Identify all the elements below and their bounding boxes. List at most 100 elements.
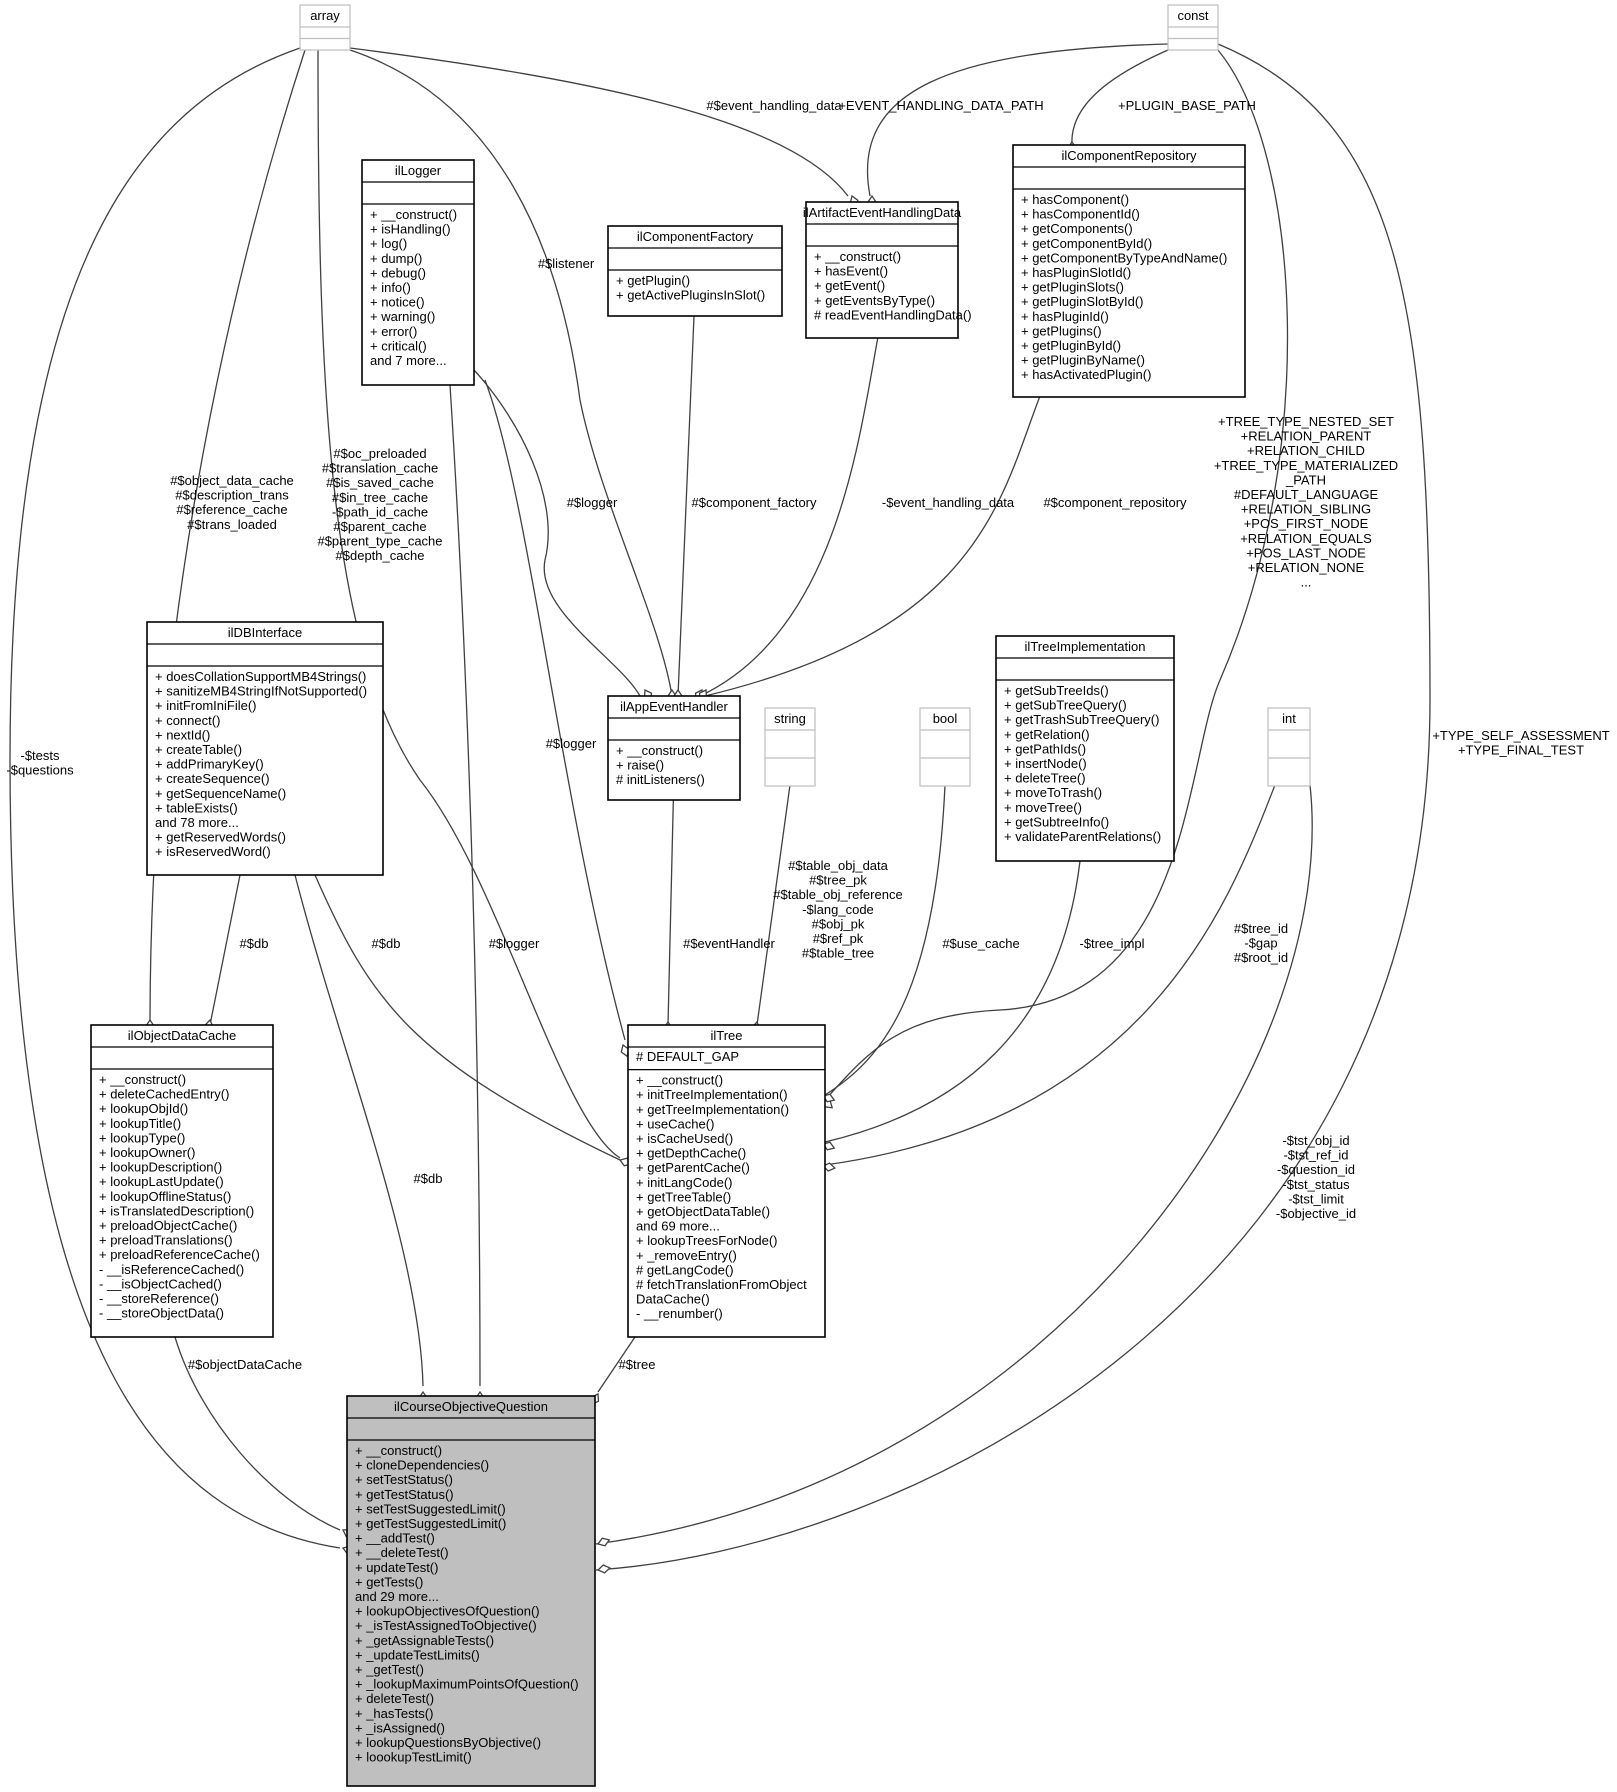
class-operation: + getPluginSlotById(): [1021, 294, 1143, 309]
class-attribute: # DEFAULT_GAP: [636, 1049, 739, 1064]
class-operation: + getDepthCache(): [636, 1146, 746, 1161]
class-title: array: [310, 8, 340, 23]
edge-label-object-data-cache-question: #$objectDataCache: [188, 1357, 302, 1372]
class-operation: + getEvent(): [814, 278, 885, 293]
aggregation-diamond: [596, 1564, 611, 1574]
class-operation: + initLangCode(): [636, 1175, 732, 1190]
class-operation: + getPluginSlots(): [1021, 280, 1124, 295]
edge-label-int-question: -$tst_obj_id-$tst_ref_id-$question_id-$t…: [1276, 1133, 1356, 1221]
class-ildbinterface: ilDBInterface+ doesCollationSupportMB4St…: [146, 621, 384, 876]
edge-array-question: [9, 47, 341, 1549]
class-operation: + getPluginById(): [1021, 338, 1121, 353]
class-operation: + deleteTest(): [355, 1691, 434, 1706]
class-operation: + moveTree(): [1004, 800, 1082, 815]
edge-logger-question: [449, 384, 481, 1387]
class-operation: - __storeObjectData(): [99, 1306, 224, 1321]
class-operation: + error(): [370, 324, 417, 339]
class-operation: + createTable(): [155, 742, 242, 757]
edge-label-type-consts: +TYPE_SELF_ASSESSMENT+TYPE_FINAL_TEST: [1432, 728, 1609, 758]
class-operation: + info(): [370, 280, 411, 295]
class-operation: + __construct(): [99, 1072, 186, 1087]
edge-label-use-cache: #$use_cache: [942, 936, 1019, 951]
aggregation-diamond: [821, 1162, 836, 1172]
class-ilcomponentrepository: ilComponentRepository+ hasComponent()+ h…: [1012, 144, 1246, 398]
edge-artifact-appeventhandler: [699, 325, 881, 697]
class-ilartifacteventhandlingdata: ilArtifactEventHandlingData+ __construct…: [803, 201, 972, 339]
class-operation: + getEventsByType(): [814, 293, 935, 308]
class-operation: + getSubtreeInfo(): [1004, 814, 1109, 829]
class-operation: + raise(): [616, 758, 664, 773]
class-operation: + setTestStatus(): [355, 1472, 453, 1487]
edge-const-question: [595, 43, 1431, 1571]
class-title: const: [1177, 8, 1208, 23]
edge-label-plugin-base-path: +PLUGIN_BASE_PATH: [1118, 98, 1256, 113]
class-operation: - __storeReference(): [99, 1291, 219, 1306]
class-operation: + getTests(): [355, 1574, 423, 1589]
edge-appeventhandler-tree: [667, 771, 675, 1026]
edge-label-int-tree: #$tree_id-$gap#$root_id: [1234, 921, 1288, 965]
class-operation: + hasEvent(): [814, 264, 888, 279]
edge-int-tree: [824, 784, 1276, 1166]
edge-logger-tree: [484, 379, 626, 1041]
edge-db-objectdatacache: [209, 874, 241, 1026]
class-operation: + _hasTests(): [355, 1706, 433, 1721]
class-operation: + lookupDescription(): [99, 1160, 222, 1175]
class-operation: + getObjectDataTable(): [636, 1204, 770, 1219]
class-operation: + lookupObjId(): [99, 1101, 188, 1116]
class-operation: and 29 more...: [355, 1589, 439, 1604]
class-ilappeventhandler: ilAppEventHandler+ __construct()+ raise(…: [607, 695, 741, 801]
class-operation: + sanitizeMB4StringIfNotSupported(): [155, 684, 367, 699]
edge-label-tests-questions: -$tests-$questions: [6, 748, 74, 778]
class-operation: + nextId(): [155, 727, 210, 742]
class-operation: + __construct(): [370, 207, 457, 222]
edges: [9, 43, 1431, 1571]
class-box: [627, 1024, 826, 1338]
edge-label-listener: #$listener: [538, 256, 595, 271]
edge-bool-tree: [824, 784, 946, 1096]
class-ilcomponentfactory: ilComponentFactory+ getPlugin()+ getActi…: [607, 225, 783, 317]
class-illogger: ilLogger+ __construct()+ isHandling()+ l…: [361, 159, 475, 386]
class-box: [764, 707, 816, 787]
edge-tree-question: [597, 1336, 636, 1393]
edge-array-artifact: [349, 47, 849, 197]
class-operation: + lookupObjectivesOfQuestion(): [355, 1604, 540, 1619]
class-operation: + getComponentByTypeAndName(): [1021, 250, 1227, 265]
edge-label-db-question: #$db: [414, 1171, 443, 1186]
class-operation: + createSequence(): [155, 771, 270, 786]
class-operation: + initTreeImplementation(): [636, 1087, 788, 1102]
class-box: [361, 159, 475, 386]
class-operation: + hasActivatedPlugin(): [1021, 367, 1151, 382]
class-operation: and 69 more...: [636, 1219, 720, 1234]
class-operation: + initFromIniFile(): [155, 698, 257, 713]
class-operation: - __isObjectCached(): [99, 1276, 222, 1291]
edge-label-logger-question: #$logger: [489, 936, 540, 951]
class-const: const: [1167, 4, 1219, 51]
class-box: [607, 695, 741, 801]
class-operation: + getPlugins(): [1021, 323, 1102, 338]
class-operation: + getPathIds(): [1004, 741, 1086, 756]
class-title: int: [1282, 711, 1296, 726]
class-ilobjectdatacache: ilObjectDataCache+ __construct()+ delete…: [90, 1024, 274, 1338]
class-operation: + getPluginByName(): [1021, 353, 1145, 368]
edge-repository-appeventhandler: [704, 395, 1041, 697]
class-operation: + __construct(): [616, 743, 703, 758]
class-operation: + getParentCache(): [636, 1160, 750, 1175]
edge-const-tree: [824, 49, 1289, 1101]
edge-factory-appeventhandler: [677, 315, 695, 697]
class-operation: + preloadObjectCache(): [99, 1218, 237, 1233]
class-operation: + getPlugin(): [616, 273, 690, 288]
class-operation: + __construct(): [814, 249, 901, 264]
class-operation: + getComponents(): [1021, 221, 1133, 236]
class-operation: # fetchTranslationFromObject: [636, 1277, 807, 1292]
class-iltree: ilTree# DEFAULT_GAP+ __construct()+ init…: [627, 1024, 826, 1338]
class-title: string: [774, 711, 806, 726]
class-operation: + warning(): [370, 309, 435, 324]
class-box: [90, 1024, 274, 1338]
class-operation: + lookupTitle(): [99, 1116, 181, 1131]
edge-objectdatacache-question: [174, 1336, 341, 1531]
class-int: int: [1267, 707, 1311, 787]
edge-labels: -$tests-$questions#$object_data_cache#$d…: [6, 98, 1609, 1372]
edge-label-oc-preloaded: #$oc_preloaded#$translation_cache#$is_sa…: [317, 446, 442, 563]
edge-label-private-event-handling-data: -$event_handling_data: [882, 495, 1015, 510]
edge-label-logger-tree: #$logger: [546, 736, 597, 751]
